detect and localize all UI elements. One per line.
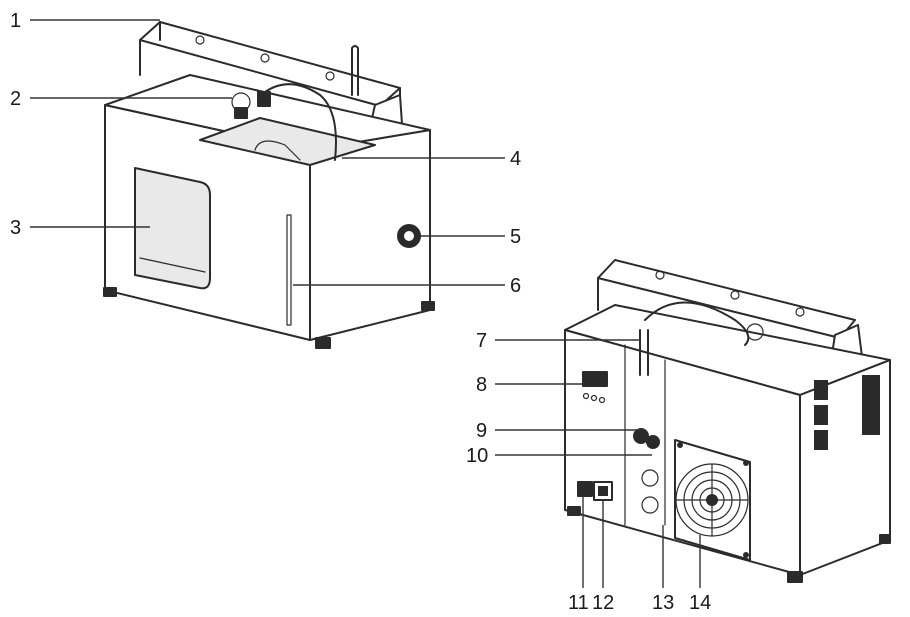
- front-view: [103, 21, 435, 349]
- callout-13: 13: [652, 592, 674, 614]
- callout-8: 8: [476, 374, 487, 396]
- callout-10: 10: [466, 445, 488, 467]
- callout-leaders: [30, 19, 701, 588]
- callout-numbers: 1 2 3 4 5 6 7 8 9 10 11 12 13 14: [10, 10, 711, 614]
- callout-14: 14: [689, 592, 711, 614]
- callout-6: 6: [510, 275, 521, 297]
- callout-9: 9: [476, 420, 487, 442]
- antenna-front: [351, 45, 359, 96]
- callout-1: 1: [10, 10, 21, 32]
- display-panel: [582, 371, 608, 404]
- eye-bolt-front: [231, 83, 337, 161]
- connectors: [633, 428, 660, 514]
- tank-window: [134, 167, 211, 290]
- level-slot: [286, 214, 292, 326]
- adjust-knob: [397, 224, 421, 248]
- callout-7: 7: [476, 330, 487, 352]
- callout-4: 4: [510, 148, 521, 170]
- callout-12: 12: [592, 592, 614, 614]
- callout-2: 2: [10, 88, 21, 110]
- callout-11: 11: [568, 592, 589, 614]
- callout-3: 3: [10, 217, 21, 239]
- cooling-fan: [674, 439, 751, 561]
- rear-view: [564, 259, 891, 583]
- callout-5: 5: [510, 226, 521, 248]
